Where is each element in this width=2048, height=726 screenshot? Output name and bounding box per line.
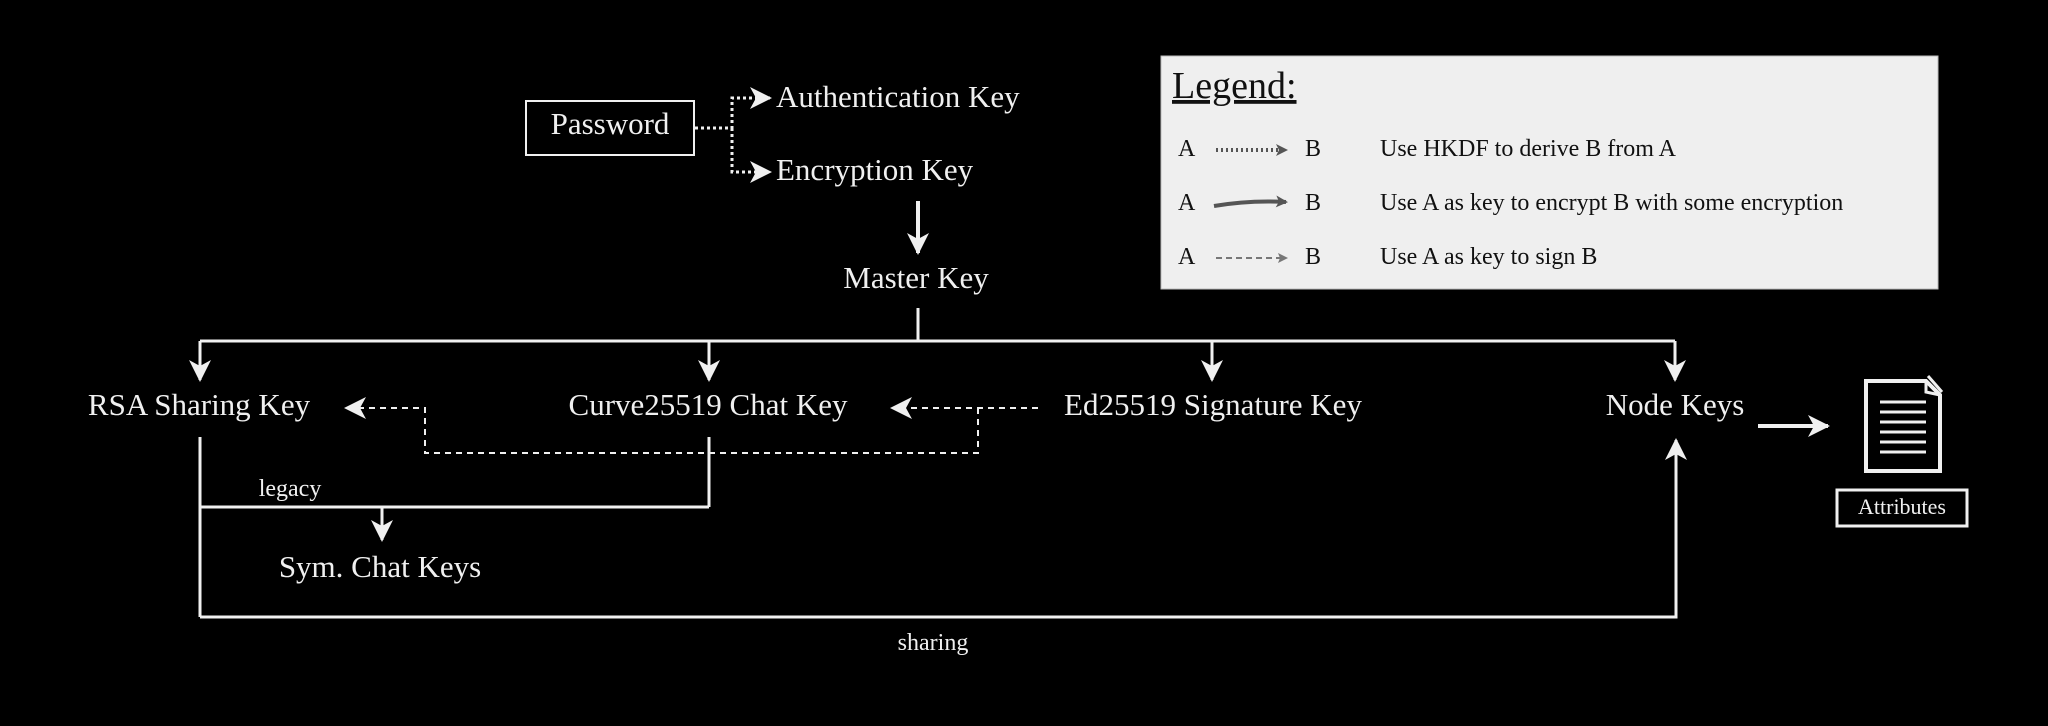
edges xyxy=(189,87,1830,619)
edge-sharing xyxy=(200,438,1687,619)
node-attributes: Attributes xyxy=(1858,494,1946,519)
legend-to: B xyxy=(1305,244,1321,270)
node-node-keys: Node Keys xyxy=(1606,387,1745,422)
legend-to: B xyxy=(1305,136,1321,162)
document-icon-lines xyxy=(1880,400,1926,454)
node-rsa-sharing-key: RSA Sharing Key xyxy=(88,387,311,422)
legend: Legend: A B Use HKDF to derive B from A … xyxy=(1160,55,1939,290)
node-curve25519-chat-key: Curve25519 Chat Key xyxy=(569,387,848,422)
legend-entry: A B Use A as key to encrypt B with some … xyxy=(1178,190,1843,216)
edge-password-to-auth-key xyxy=(695,87,772,130)
attributes-box xyxy=(1835,488,1969,528)
legend-entry: A B Use A as key to sign B xyxy=(1178,244,1597,270)
legend-from: A xyxy=(1178,136,1196,162)
nodes: Password Authentication Key Encryption K… xyxy=(88,79,1744,584)
legend-box xyxy=(1160,55,1939,290)
label-legacy: legacy xyxy=(259,476,322,502)
legend-to: B xyxy=(1305,190,1321,216)
document-icon-fold-arrow xyxy=(1926,375,1944,393)
legend-description: Use A as key to encrypt B with some encr… xyxy=(1380,190,1843,216)
password-box xyxy=(525,100,695,156)
node-encryption-key: Encryption Key xyxy=(776,152,974,187)
node-sym-chat-keys: Sym. Chat Keys xyxy=(279,549,481,584)
node-master-key: Master Key xyxy=(843,260,989,295)
legend-from: A xyxy=(1178,244,1196,270)
legend-solid-arrow xyxy=(1213,195,1288,208)
edge-labels: legacy sharing xyxy=(259,476,969,656)
edge-ed25519-signs-rsa xyxy=(344,397,979,454)
document-icon-outline xyxy=(1864,379,1942,473)
node-ed25519-signature-key: Ed25519 Signature Key xyxy=(1064,387,1362,422)
legend-from: A xyxy=(1178,190,1196,216)
legend-entry: A B Use HKDF to derive B from A xyxy=(1178,136,1677,162)
legend-description: Use A as key to sign B xyxy=(1380,244,1597,270)
legend-description: Use HKDF to derive B from A xyxy=(1380,136,1677,162)
edge-password-to-encryption-key xyxy=(730,128,772,183)
document-icon xyxy=(1864,375,1944,473)
document-icon-fold xyxy=(1924,381,1941,397)
node-password: Password xyxy=(551,106,670,141)
node-authentication-key: Authentication Key xyxy=(776,79,1020,114)
legend-title: Legend: xyxy=(1172,65,1297,107)
label-sharing: sharing xyxy=(898,630,969,656)
